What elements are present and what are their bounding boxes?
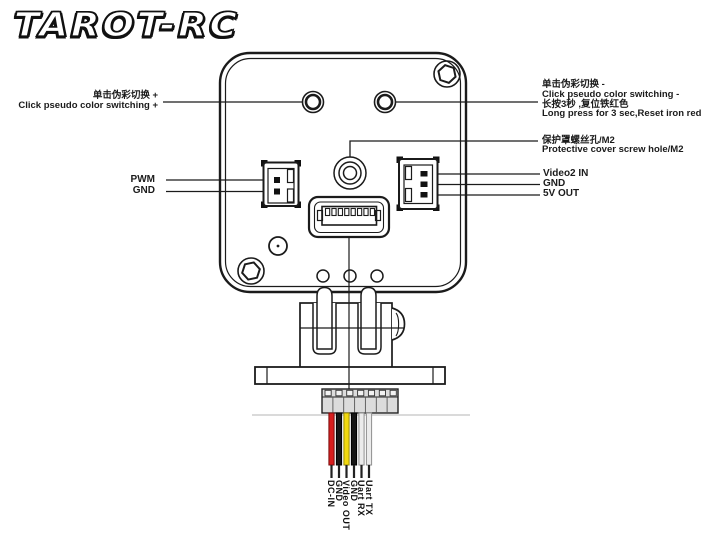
label-video-port: Video2 IN GND 5V OUT xyxy=(543,167,589,200)
label-pwm-port: PWM GND xyxy=(2,174,155,196)
label-right-button: 单击伪彩切换 - Click pseudo color switching - … xyxy=(542,80,701,119)
wire-label-dc-in: DC-IN xyxy=(326,480,336,508)
pseudo-color-button-left xyxy=(301,90,325,114)
tarot-rc-logo: TAROT-RC xyxy=(13,5,240,44)
wire-label-gnd-1: GND xyxy=(334,480,344,502)
label-5v-out: 5V OUT xyxy=(543,188,580,200)
wire-dc-in xyxy=(328,412,335,466)
label-left-button: 单击伪彩切换 + Click pseudo color switching + xyxy=(2,91,158,111)
hex-screw-top-right xyxy=(433,60,461,88)
label-pwm: PWM xyxy=(130,174,155,185)
wires xyxy=(328,412,373,478)
label-right-button-zh2: 长按3秒 ,复位铁红色 xyxy=(542,98,629,110)
wire-label-gnd-2: GND xyxy=(349,480,359,502)
label-screw-hole-zh: 保护罩螺丝孔/M2 xyxy=(542,134,615,146)
label-gnd-right: GND xyxy=(543,177,566,189)
wire-label-video-out: Video OUT xyxy=(341,480,351,531)
label-screw-hole-en: Protective cover screw hole/M2 xyxy=(542,144,684,156)
indicator-hole xyxy=(268,236,288,256)
mount-bracket xyxy=(254,286,446,385)
wire-video-out xyxy=(343,412,350,466)
label-screw-hole: 保护罩螺丝孔/M2 Protective cover screw hole/M2 xyxy=(542,134,684,156)
wire-label-uart-tx: Uart TX xyxy=(364,480,374,516)
pseudo-color-button-right xyxy=(373,90,397,114)
wire-tips xyxy=(330,465,371,478)
leader-lines xyxy=(163,101,540,196)
protective-cover-screw-hole xyxy=(333,156,367,190)
hex-screw-bottom-left xyxy=(237,257,265,285)
label-video2-in: Video2 IN xyxy=(543,167,589,179)
label-right-button-zh1: 单击伪彩切换 - xyxy=(542,79,605,90)
wire-uart-tx xyxy=(365,412,373,466)
wire-gnd-1 xyxy=(335,412,343,466)
wire-uart-rx xyxy=(358,412,365,466)
label-left-button-zh: 单击伪彩切换 + xyxy=(92,90,158,101)
bottom-holes xyxy=(316,269,384,283)
pwm-connector xyxy=(261,160,301,208)
label-left-button-en: Click pseudo color switching + xyxy=(18,100,158,111)
video-connector xyxy=(396,156,440,211)
label-gnd-left: GND xyxy=(132,185,155,197)
label-right-button-en2: Long press for 3 sec,Reset iron red xyxy=(542,108,702,120)
wire-gnd-2 xyxy=(350,412,358,466)
label-right-button-en1: Click pseudo color switching - xyxy=(542,88,680,100)
main-cable-socket xyxy=(307,195,391,239)
wire-label-uart-rx: Uart RX xyxy=(356,480,366,517)
wire-plug xyxy=(321,388,399,414)
